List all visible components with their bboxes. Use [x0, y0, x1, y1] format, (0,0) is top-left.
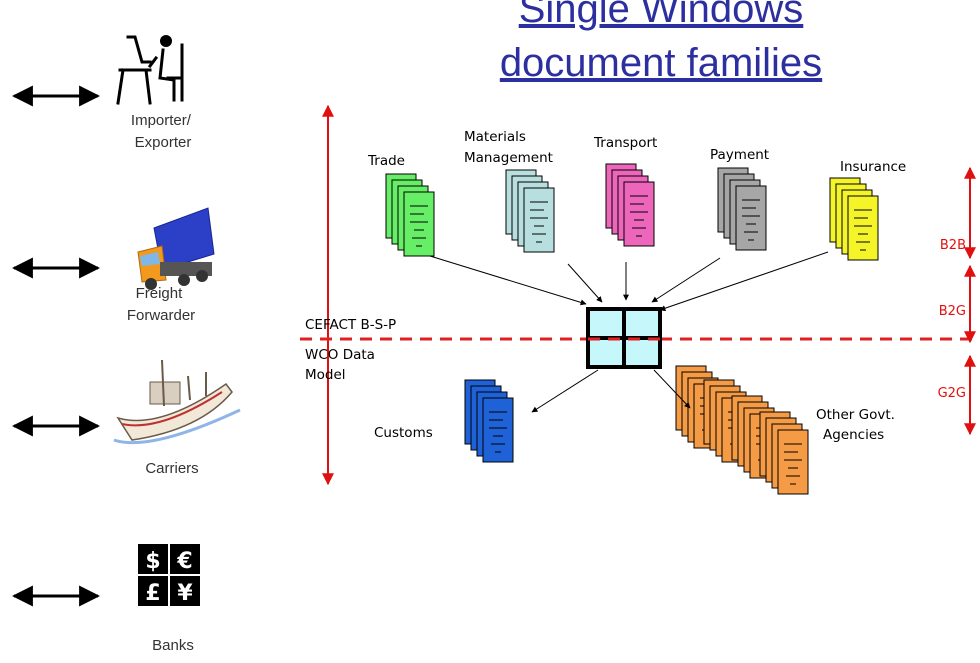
other-govt-agencies-label-line-1: Other Govt. — [816, 407, 895, 423]
transport-label: Transport — [593, 135, 657, 151]
actor-arrows — [11, 85, 101, 607]
ship-icon — [113, 359, 241, 445]
trade-to-window-arrow — [429, 255, 587, 306]
importer-exporter-label-line-2: Exporter — [135, 134, 192, 151]
document-page — [735, 185, 767, 251]
yen-symbol: ¥ — [177, 581, 193, 606]
materials-management-label-line-1: Materials — [464, 129, 526, 145]
materials-to-window-arrow — [567, 263, 603, 303]
boundary-label-above: CEFACT B-S-P — [305, 317, 396, 333]
document-stacks — [385, 163, 879, 495]
pound-symbol: £ — [145, 581, 160, 606]
window-to-agencies-arrow — [653, 369, 691, 409]
importer-exporter-icon — [116, 35, 184, 105]
boundary-label-below: WCO Data Model — [305, 347, 379, 383]
trade-document-stack — [385, 173, 435, 257]
transport-document-stack — [605, 163, 655, 247]
document-page — [523, 187, 555, 253]
materials-document-stack — [505, 169, 555, 253]
freight-forwarder-label: Freight Forwarder — [127, 285, 195, 324]
euro-symbol: € — [176, 549, 192, 574]
title-line-1: Single Windows — [519, 0, 804, 31]
document-page — [482, 397, 514, 463]
boundary-label-below-line-1: WCO Data — [305, 347, 375, 363]
freight-forwarder-label-line-1: Freight — [136, 285, 184, 302]
title-line-2: document families — [500, 41, 822, 85]
currency-icon: $ € £ ¥ — [138, 544, 200, 606]
connector-arrows — [429, 251, 829, 413]
insurance-to-window-arrow — [659, 251, 829, 312]
payment-to-window-arrow — [651, 257, 721, 303]
importer-exporter-label: Importer/ Exporter — [131, 112, 195, 151]
g2g-label: G2G — [938, 386, 966, 401]
truck-icon — [137, 207, 215, 290]
boundary-label-below-line-2: Model — [305, 367, 346, 383]
materials-management-label: Materials Management — [464, 129, 553, 166]
agencies-document-stack-4 — [759, 411, 809, 495]
document-page — [777, 429, 809, 495]
importer-exporter-label-line-1: Importer/ — [131, 112, 192, 129]
dollar-symbol: $ — [145, 549, 160, 574]
other-govt-agencies-label: Other Govt. Agencies — [816, 407, 899, 443]
document-page — [403, 191, 435, 257]
trade-label: Trade — [367, 153, 405, 169]
carriers-label: Carriers — [145, 460, 198, 477]
payment-document-stack — [717, 167, 767, 251]
payment-label: Payment — [710, 147, 769, 163]
document-page — [847, 195, 879, 261]
customs-label: Customs — [374, 425, 433, 441]
b2g-label: B2G — [939, 304, 966, 319]
customs-document-stack — [464, 379, 514, 463]
materials-management-label-line-2: Management — [464, 150, 553, 166]
banks-label: Banks — [152, 637, 194, 654]
insurance-document-stack — [829, 177, 879, 261]
other-govt-agencies-label-line-2: Agencies — [823, 427, 884, 443]
window-to-customs-arrow — [531, 369, 599, 413]
b2b-label: B2B — [940, 238, 966, 253]
insurance-label: Insurance — [840, 159, 906, 175]
document-page — [623, 181, 655, 247]
freight-forwarder-label-line-2: Forwarder — [127, 307, 195, 324]
